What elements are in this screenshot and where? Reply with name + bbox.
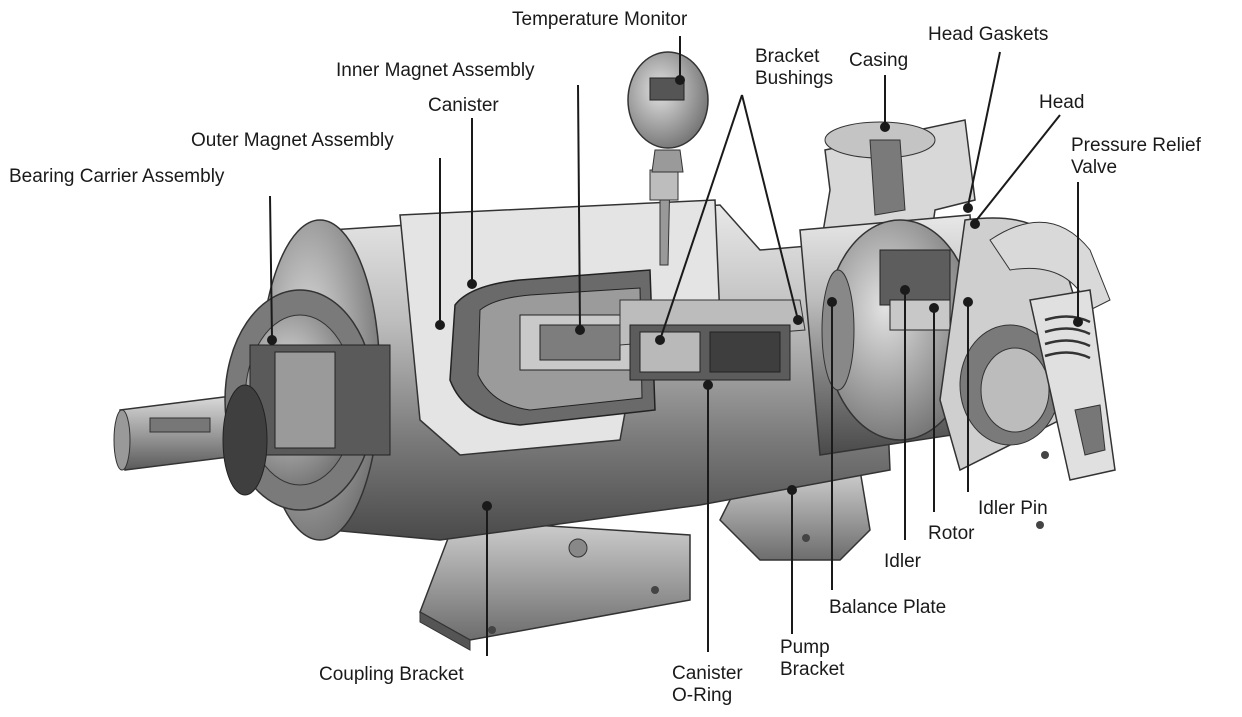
label-pump-bracket: Pump Bracket [780,637,844,681]
label-bracket-bushings: Bracket Bushings [755,46,833,90]
label-canister: Canister [428,95,499,117]
coupling-bracket-shape [419,519,691,651]
label-text: Rotor [928,523,975,544]
label-text: Coupling Bracket [319,664,464,685]
label-text: Bushings [755,68,834,89]
label-text: Head [1039,92,1085,113]
label-idler-pin: Idler Pin [978,498,1048,520]
label-text: Idler [884,551,921,572]
label-text: Pressure Relief [1071,135,1201,156]
label-temperature-monitor: Temperature Monitor [512,9,687,31]
label-text: Temperature Monitor [512,9,688,30]
label-inner-magnet-assembly: Inner Magnet Assembly [336,60,535,82]
label-text: Inner Magnet Assembly [336,60,535,81]
label-text: Balance Plate [829,597,947,618]
label-casing: Casing [849,50,908,72]
label-text: Idler Pin [978,498,1048,519]
label-text: Bracket [780,659,845,680]
label-text: Bearing Carrier Assembly [9,166,225,187]
label-text: Pump [780,637,830,658]
rotor-idler-shape [821,219,976,441]
label-head: Head [1039,92,1084,114]
label-head-gaskets: Head Gaskets [928,24,1048,46]
label-coupling-bracket: Coupling Bracket [319,664,464,686]
head-valve-shape [939,217,1116,529]
label-text: Casing [849,50,909,71]
label-text: O-Ring [672,685,733,706]
label-text: Canister [672,663,743,684]
label-pressure-relief-valve: Pressure Relief Valve [1071,135,1201,179]
label-outer-magnet-assembly: Outer Magnet Assembly [191,130,394,152]
shaft-shape [113,289,391,511]
label-text: Canister [428,95,499,116]
label-rotor: Rotor [928,523,974,545]
label-bearing-carrier-assembly: Bearing Carrier Assembly [9,166,224,188]
label-text: Valve [1071,157,1118,178]
pump-section-shape [619,299,806,381]
label-balance-plate: Balance Plate [829,597,946,619]
label-text: Outer Magnet Assembly [191,130,394,151]
label-text: Head Gaskets [928,24,1049,45]
label-canister-oring: Canister O-Ring [672,663,743,707]
label-text: Bracket [755,46,820,67]
leader-lines [267,36,1083,656]
temperature-monitor-shape [627,51,709,266]
label-idler: Idler [884,551,921,573]
